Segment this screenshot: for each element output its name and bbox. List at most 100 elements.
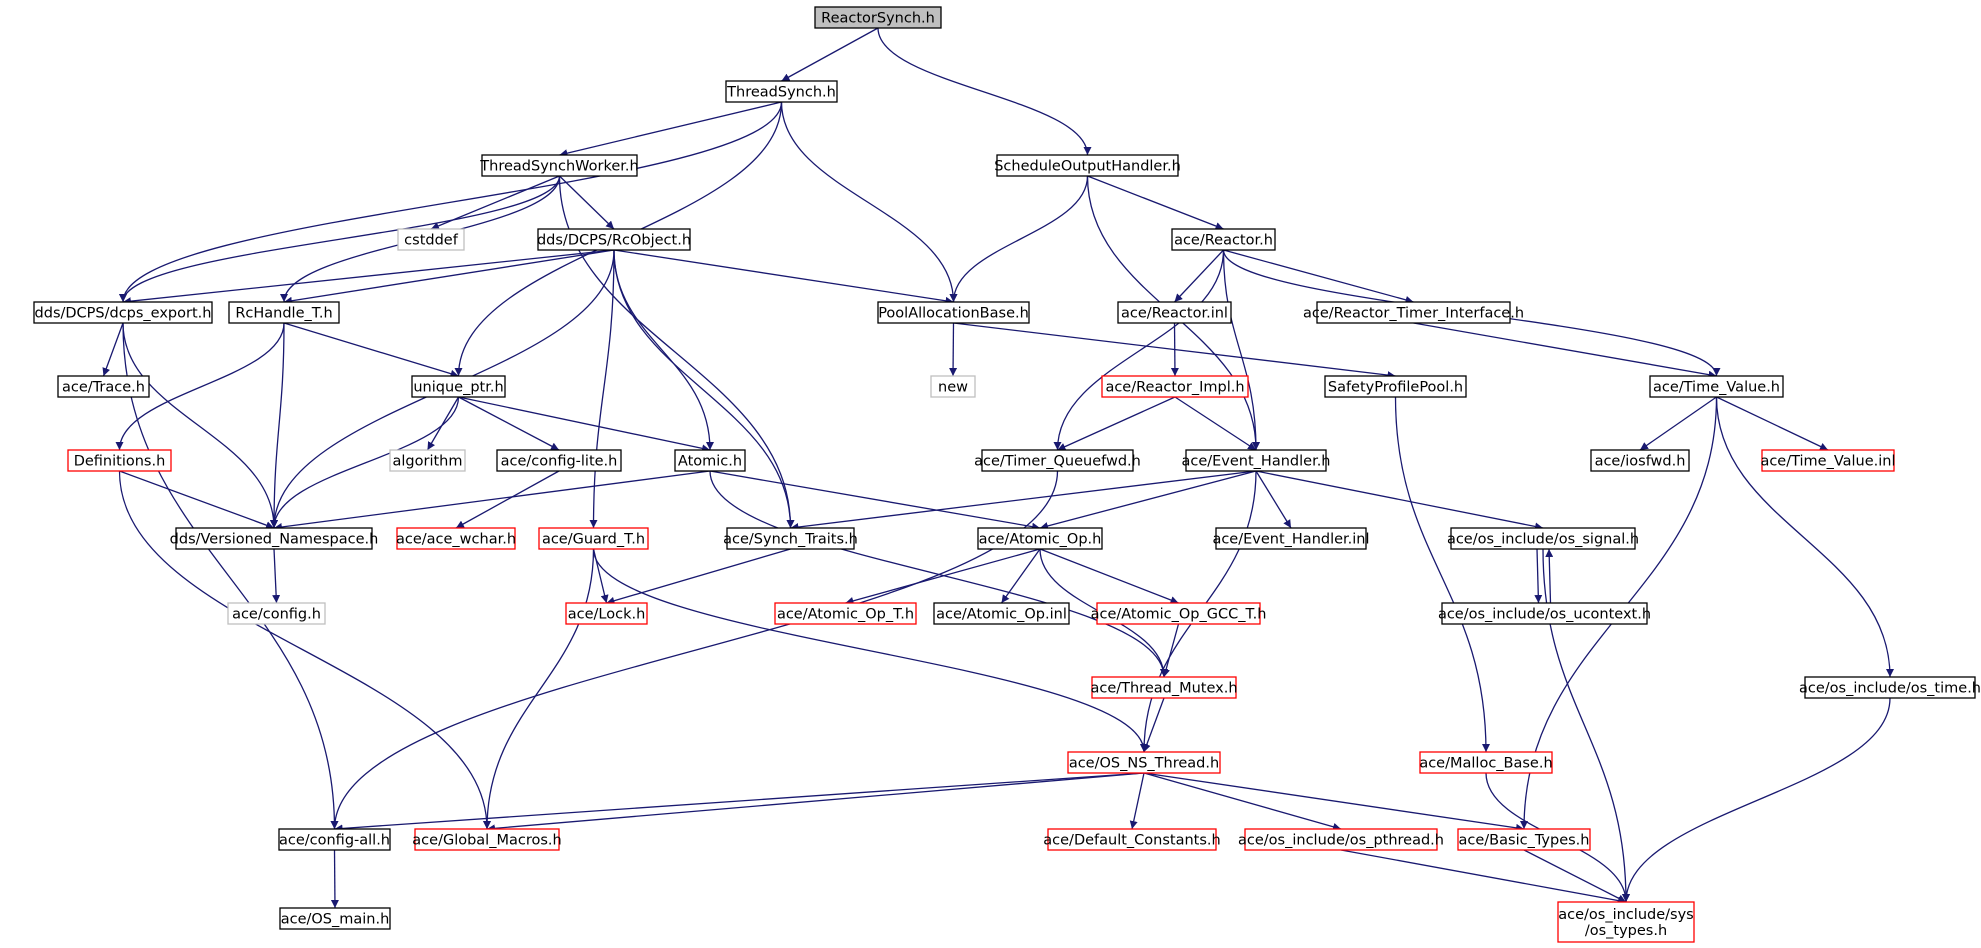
node-box xyxy=(1096,602,1261,625)
node-dcps_export[interactable]: dds/DCPS/dcps_export.h xyxy=(33,301,213,324)
node-box xyxy=(1761,449,1895,472)
edge-reactorsynch-to-scheduleoutput xyxy=(877,27,1092,156)
node-iosfwd[interactable]: ace/iosfwd.h xyxy=(1590,449,1690,472)
node-os_pthread[interactable]: ace/os_include/os_pthread.h xyxy=(1238,828,1444,851)
node-box xyxy=(279,907,391,930)
edge-event_handler-to-synch_traits xyxy=(790,470,1257,531)
node-synch_traits[interactable]: ace/Synch_Traits.h xyxy=(723,527,858,550)
node-new[interactable]: new xyxy=(930,375,976,398)
edge-time_value-to-os_time xyxy=(1715,396,1894,678)
node-box xyxy=(726,527,855,550)
node-box xyxy=(389,449,466,472)
node-rcobject[interactable]: dds/DCPS/RcObject.h xyxy=(537,228,691,251)
node-os_ucontext[interactable]: ace/os_include/os_ucontext.h xyxy=(1438,602,1651,625)
node-label: Definitions.h xyxy=(74,454,166,470)
node-threadsynch[interactable]: ThreadSynch.h xyxy=(725,80,838,103)
edge-os_pthread-to-sys_os_types xyxy=(1340,849,1627,905)
node-box xyxy=(565,602,648,625)
node-atomic[interactable]: Atomic.h xyxy=(674,449,746,472)
edge-guard_t-to-global_macros xyxy=(483,548,595,830)
edge-reactorsynch-to-threadsynch xyxy=(781,27,879,82)
node-os_ns_thread[interactable]: ace/OS_NS_Thread.h xyxy=(1067,751,1221,774)
node-poolalloc[interactable]: PoolAllocationBase.h xyxy=(877,301,1030,324)
edge-reactor_inl-to-reactor_impl xyxy=(1170,322,1179,377)
node-label: ace/Lock.h xyxy=(568,607,646,623)
node-time_value_inl[interactable]: ace/Time_Value.inl xyxy=(1760,449,1896,472)
edge-threadsynchworker-to-dcps_export xyxy=(119,175,561,303)
edge-threadsynchworker-to-rcobject xyxy=(559,175,615,230)
node-reactor_timer[interactable]: ace/Reactor_Timer_Interface.h xyxy=(1303,301,1524,324)
node-label: ace/Global_Macros.h xyxy=(412,833,561,849)
node-label: ace/Atomic_Op.h xyxy=(979,532,1102,548)
node-label: ace/Reactor_Impl.h xyxy=(1105,380,1244,396)
edge-unique_ptr-to-versioned_ns xyxy=(270,396,460,529)
node-os_signal[interactable]: ace/os_include/os_signal.h xyxy=(1447,527,1639,550)
node-reactorsynch[interactable]: ReactorSynch.h xyxy=(814,6,942,29)
edge-reactor-to-reactor_timer xyxy=(1223,249,1414,304)
node-box xyxy=(933,602,1070,625)
edge-reactor-to-timer_queuefwd xyxy=(1053,249,1225,451)
node-event_handler_inl[interactable]: ace/Event_Handler.inl xyxy=(1212,527,1370,550)
node-atomic_op_inl[interactable]: ace/Atomic_Op.inl xyxy=(933,602,1070,625)
node-basic_types[interactable]: ace/Basic_Types.h xyxy=(1457,828,1591,851)
node-sys_os_types[interactable]: ace/os_include/sys/os_types.h xyxy=(1557,901,1695,943)
node-algorithm[interactable]: algorithm xyxy=(389,449,466,472)
node-box xyxy=(725,80,838,103)
node-versioned_ns[interactable]: dds/Versioned_Namespace.h xyxy=(170,527,379,550)
node-event_handler[interactable]: ace/Event_Handler.h xyxy=(1181,449,1331,472)
edge-reactor-to-event_handler xyxy=(1222,249,1260,451)
node-box xyxy=(227,602,326,625)
node-trace[interactable]: ace/Trace.h xyxy=(57,375,150,398)
node-definitions[interactable]: Definitions.h xyxy=(67,449,172,472)
node-label: ace/os_include/os_pthread.h xyxy=(1238,833,1444,849)
node-box xyxy=(175,527,373,550)
node-atomic_op_t[interactable]: ace/Atomic_Op_T.h xyxy=(774,602,917,625)
node-atomic_op[interactable]: ace/Atomic_Op.h xyxy=(977,527,1103,550)
node-guard_t[interactable]: ace/Guard_T.h xyxy=(538,527,649,550)
node-label: ace/Atomic_Op.inl xyxy=(936,607,1067,623)
node-cstddef[interactable]: cstddef xyxy=(397,228,465,251)
edge-rcobject-to-atomic xyxy=(613,249,714,451)
node-default_constants[interactable]: ace/Default_Constants.h xyxy=(1043,828,1221,851)
node-config_all[interactable]: ace/config-all.h xyxy=(278,828,391,851)
node-scheduleoutput[interactable]: ScheduleOutputHandler.h xyxy=(994,154,1181,177)
node-threadsynchworker[interactable]: ThreadSynchWorker.h xyxy=(479,154,639,177)
node-lock[interactable]: ace/Lock.h xyxy=(565,602,648,625)
edge-timer_queuefwd-to-config_all xyxy=(330,470,1059,830)
node-reactor[interactable]: ace/Reactor.h xyxy=(1171,228,1276,251)
node-box xyxy=(1457,828,1591,851)
node-config_lite[interactable]: ace/config-lite.h xyxy=(496,449,622,472)
edge-atomic-to-versioned_ns xyxy=(273,470,711,531)
node-box xyxy=(33,301,213,324)
node-global_macros[interactable]: ace/Global_Macros.h xyxy=(412,828,562,851)
node-ace_wchar[interactable]: ace/ace_wchar.h xyxy=(396,527,516,550)
node-atomic_op_gcc[interactable]: ace/Atomic_Op_GCC_T.h xyxy=(1091,602,1267,625)
node-safetyprofile[interactable]: SafetyProfilePool.h xyxy=(1324,375,1467,398)
node-box xyxy=(877,301,1030,324)
edge-atomic-to-atomic_op xyxy=(709,470,1041,531)
node-reactor_inl[interactable]: ace/Reactor.inl xyxy=(1117,301,1232,324)
edge-threadsynch-to-dcps_export xyxy=(119,101,783,303)
node-thread_mutex[interactable]: ace/Thread_Mutex.h xyxy=(1090,676,1238,699)
node-label: ace/Event_Handler.inl xyxy=(1212,532,1369,548)
node-malloc_base[interactable]: ace/Malloc_Base.h xyxy=(1419,751,1553,774)
node-label: ace/Atomic_Op_T.h xyxy=(777,607,914,623)
edge-threadsynch-to-threadsynchworker xyxy=(559,101,782,158)
node-reactor_impl[interactable]: ace/Reactor_Impl.h xyxy=(1101,375,1249,398)
edge-os_ns_thread-to-global_macros xyxy=(486,772,1145,833)
node-config_h[interactable]: ace/config.h xyxy=(227,602,326,625)
node-label: ace/config.h xyxy=(232,607,321,623)
node-os_main[interactable]: ace/OS_main.h xyxy=(279,907,391,930)
node-time_value[interactable]: ace/Time_Value.h xyxy=(1649,375,1784,398)
node-box xyxy=(1091,676,1237,699)
node-label: dds/DCPS/dcps_export.h xyxy=(35,306,212,322)
edge-unique_ptr-to-algorithm xyxy=(426,396,460,451)
node-timer_queuefwd[interactable]: ace/Timer_Queuefwd.h xyxy=(974,449,1141,472)
node-rchandle[interactable]: RcHandle_T.h xyxy=(228,301,340,324)
node-label: unique_ptr.h xyxy=(413,380,503,396)
node-unique_ptr[interactable]: unique_ptr.h xyxy=(411,375,506,398)
node-os_time[interactable]: ace/os_include/os_time.h xyxy=(1799,676,1981,699)
node-box xyxy=(1244,828,1438,851)
edge-time_value-to-iosfwd xyxy=(1639,396,1717,451)
edge-basic_types-to-sys_os_types xyxy=(1523,849,1627,903)
